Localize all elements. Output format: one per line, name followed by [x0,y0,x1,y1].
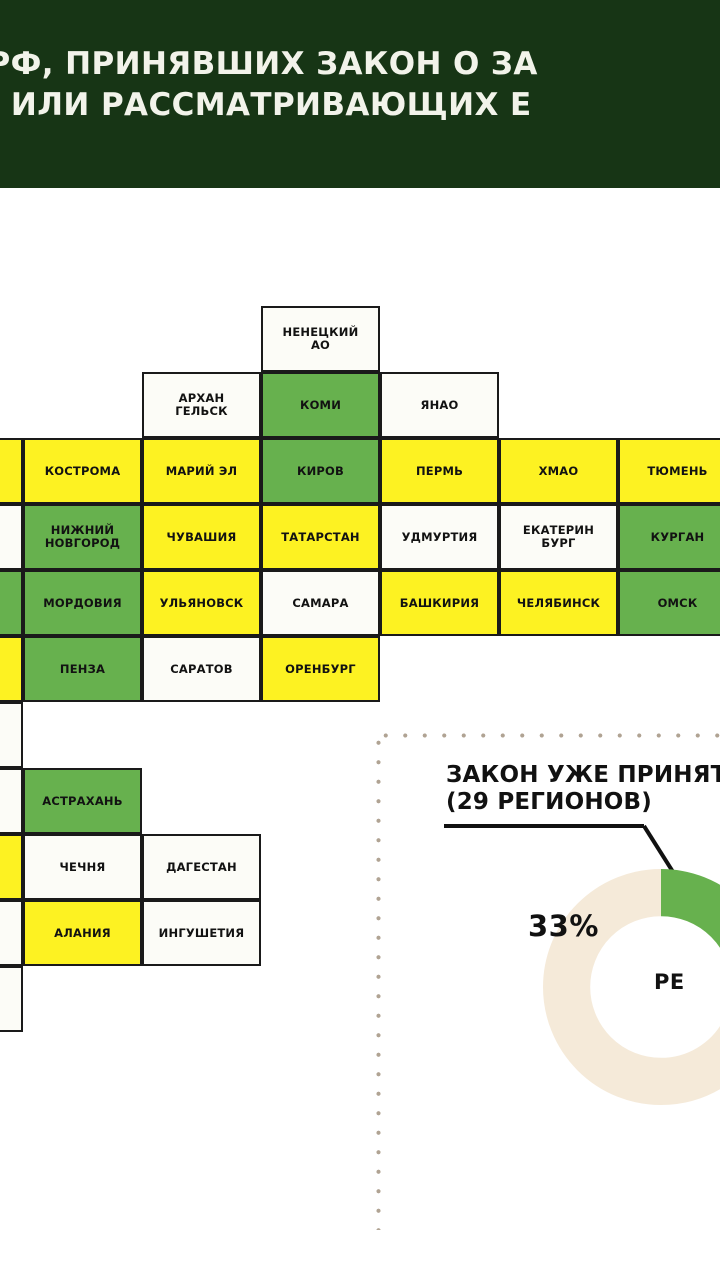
region-cell[interactable]: ДАГЕСТАН [142,834,261,900]
region-cell[interactable]: ТАТАРСТАН [261,504,380,570]
region-cell[interactable]: УДМУРТИЯ [380,504,499,570]
dotted-divider-horizontal [376,733,720,738]
region-cell[interactable]: Я [0,768,23,834]
region-cell[interactable]: АРХАН ГЕЛЬСК [142,372,261,438]
donut-chart: 33% РЕ [528,862,720,1112]
region-cell[interactable]: НИЖНИЙ НОВГОРОД [23,504,142,570]
region-cell[interactable]: ЧЕЛЯБИНСК [499,570,618,636]
region-cell[interactable]: КОСТРОМА [23,438,142,504]
region-cell[interactable]: АСТРАХАНЬ [23,768,142,834]
region-cell[interactable]: ЯНАО [380,372,499,438]
region-cell[interactable]: ХМАО [499,438,618,504]
region-cell[interactable] [0,900,23,966]
region-cell[interactable]: МАРИЙ ЭЛ [142,438,261,504]
donut-slice[interactable] [542,868,720,1106]
region-cell[interactable]: АЛАНИЯ [23,900,142,966]
page-title: ТОВ РФ, ПРИНЯВШИХ ЗАКОН О ЗА ОРТУ ИЛИ РА… [0,46,538,123]
region-cell[interactable] [0,570,23,636]
region-cell[interactable]: ЧУВАШИЯ [142,504,261,570]
region-cell[interactable]: КИРОВ [261,438,380,504]
region-cell[interactable]: ЕКАТЕРИН БУРГ [499,504,618,570]
region-cell[interactable]: Д [0,702,23,768]
region-cell[interactable]: МОРДОВИЯ [23,570,142,636]
region-cell[interactable]: ОМСК [618,570,720,636]
donut-center-label: РЕ [654,970,685,994]
region-cell[interactable]: ТЮМЕНЬ [618,438,720,504]
region-cell[interactable]: САРАТОВ [142,636,261,702]
donut-percent-label: 33% [528,909,599,943]
region-cell[interactable]: КУРГАН [618,504,720,570]
region-cell[interactable]: ИНГУШЕТИЯ [142,900,261,966]
region-cell[interactable]: БАШКИРИЯ [380,570,499,636]
region-cell[interactable]: ПЕНЗА [23,636,142,702]
region-cell[interactable] [0,966,23,1032]
region-cell[interactable]: УЛЬЯНОВСК [142,570,261,636]
region-cell[interactable]: О [0,438,23,504]
header-band: ТОВ РФ, ПРИНЯВШИХ ЗАКОН О ЗА ОРТУ ИЛИ РА… [0,0,720,188]
region-cell[interactable]: ОРЕНБУРГ [261,636,380,702]
callout-label: ЗАКОН УЖЕ ПРИНЯТ (29 РЕГИОНОВ) [446,762,720,815]
region-cell[interactable]: ЧЕЧНЯ [23,834,142,900]
region-cell[interactable]: НЕНЕЦКИЙ АО [261,306,380,372]
region-cell[interactable] [0,636,23,702]
donut-chart-svg [542,868,720,1106]
donut-callout: ЗАКОН УЖЕ ПРИНЯТ (29 РЕГИОНОВ) [444,762,720,907]
region-cell[interactable]: Р [0,504,23,570]
region-cell[interactable] [0,834,23,900]
region-cell[interactable]: САМАРА [261,570,380,636]
region-cell[interactable]: ПЕРМЬ [380,438,499,504]
dotted-divider-vertical [376,733,381,1230]
region-cell[interactable]: КОМИ [261,372,380,438]
